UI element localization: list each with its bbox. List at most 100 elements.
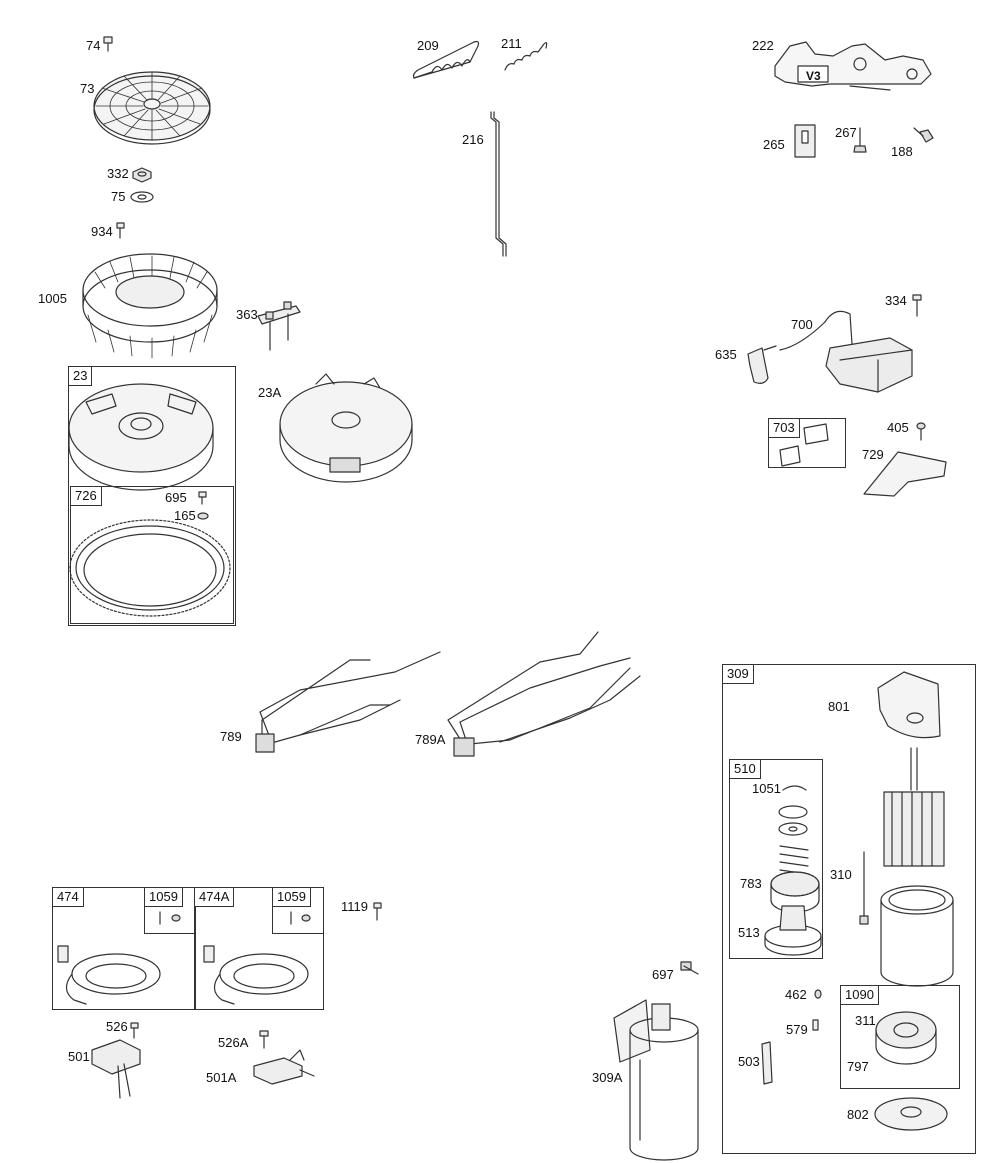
brush-holder-icon <box>876 1012 936 1064</box>
callout-1005: 1005 <box>38 291 67 306</box>
callout-635: 635 <box>715 347 737 362</box>
callout-74: 74 <box>86 38 101 53</box>
clip-265-icon <box>795 125 815 157</box>
screw-334-icon <box>913 295 921 316</box>
callout-501: 501 <box>68 1049 90 1064</box>
screw-1119-icon <box>374 903 381 920</box>
callout-513: 513 <box>738 925 760 940</box>
group-tag-726: 726 <box>70 486 102 506</box>
group-box-510 <box>729 759 823 959</box>
nut-462-icon <box>815 990 821 998</box>
flywheel-fan-icon <box>83 254 217 358</box>
spring-211-icon <box>505 43 547 70</box>
callout-789: 789 <box>220 729 242 744</box>
screw-695-icon <box>199 492 206 504</box>
callout-222: 222 <box>752 38 774 53</box>
governor-rod-icon <box>491 112 506 256</box>
callout-75: 75 <box>111 189 126 204</box>
callout-332: 332 <box>107 166 129 181</box>
control-bracket-icon <box>775 42 931 90</box>
group-tag-23: 23 <box>68 366 93 386</box>
flywheel-23a-icon <box>280 374 412 482</box>
ring-gear-icon <box>70 520 230 616</box>
group-tag-474a: 474A <box>194 887 235 907</box>
drive-helix-icon <box>765 906 821 955</box>
callout-211: 211 <box>501 36 522 51</box>
callout-363: 363 <box>236 307 258 322</box>
callout-934: 934 <box>91 224 113 239</box>
wiring-harness-789-icon <box>256 652 440 752</box>
group-box-703 <box>768 418 846 468</box>
nut-165-icon <box>198 513 208 519</box>
callout-73: 73 <box>80 81 95 96</box>
decal-label: V3 <box>806 69 821 83</box>
callout-783: 783 <box>740 876 762 891</box>
clips-703-icon <box>780 424 828 466</box>
callout-1051: 1051 <box>752 781 781 796</box>
callout-265: 265 <box>763 137 785 152</box>
screw-74-icon <box>104 37 112 51</box>
end-cap-801-icon <box>878 672 940 738</box>
callout-797: 797 <box>847 1059 869 1074</box>
drive-washer-icon <box>779 806 807 835</box>
group-box-1090 <box>840 985 960 1089</box>
group-tag-1059-b: 1059 <box>272 887 311 907</box>
screw-188-icon <box>914 128 933 142</box>
callout-729: 729 <box>862 447 884 462</box>
ignition-armature-icon <box>780 311 912 392</box>
shield-729-icon <box>864 452 946 496</box>
callout-802: 802 <box>847 1107 869 1122</box>
group-box-23 <box>68 366 236 626</box>
group-box-726 <box>70 486 234 624</box>
group-box-474a <box>194 887 324 1010</box>
bolt-310-icon <box>860 852 868 924</box>
group-box-474 <box>52 887 196 1010</box>
callout-526: 526 <box>106 1019 128 1034</box>
group-tag-1059-a: 1059 <box>144 887 183 907</box>
flywheel-23-icon <box>69 384 213 490</box>
screw-1059-icon <box>160 912 310 924</box>
spring-579-icon <box>813 1020 818 1030</box>
screw-526a-icon <box>260 1031 268 1048</box>
callout-23a: 23A <box>258 385 282 400</box>
group-box-309 <box>722 664 976 1154</box>
screw-526-icon <box>131 1023 138 1038</box>
callout-405: 405 <box>887 420 909 435</box>
wiring-harness-789a-icon <box>448 632 640 756</box>
callout-579: 579 <box>786 1022 808 1037</box>
alternator-474a-icon <box>204 946 308 1004</box>
callout-501a: 501A <box>206 1070 237 1085</box>
screw-934-icon <box>117 223 124 238</box>
bolt-697-icon <box>681 962 698 974</box>
nut-332-icon <box>133 168 151 182</box>
retainer-ring-icon <box>783 786 806 790</box>
callout-503: 503 <box>738 1054 760 1069</box>
callout-311: 311 <box>855 1013 876 1028</box>
rotating-screen-icon <box>94 72 210 144</box>
callout-697: 697 <box>652 967 674 982</box>
screw-267-icon <box>854 128 866 152</box>
anti-drift-spring-icon <box>780 846 808 874</box>
callout-789a: 789A <box>415 732 446 747</box>
armature-icon <box>884 748 944 866</box>
callout-334: 334 <box>885 293 907 308</box>
screw-405-icon <box>917 423 925 440</box>
callout-462: 462 <box>785 987 807 1002</box>
spring-209-icon <box>414 42 479 79</box>
group-tag-309: 309 <box>722 664 754 684</box>
callout-165: 165 <box>174 508 196 523</box>
alternator-474-icon <box>58 946 160 1004</box>
callout-801: 801 <box>828 699 850 714</box>
callout-209: 209 <box>417 38 439 53</box>
callout-309a: 309A <box>592 1070 623 1085</box>
group-tag-510: 510 <box>729 759 761 779</box>
strap-503-icon <box>762 1042 772 1084</box>
group-tag-703: 703 <box>768 418 800 438</box>
spark-plug-boot-icon <box>748 346 776 383</box>
callout-310: 310 <box>830 867 852 882</box>
end-plate-802-icon <box>875 1098 947 1130</box>
callout-700: 700 <box>791 317 813 332</box>
washer-75-icon <box>131 192 153 202</box>
